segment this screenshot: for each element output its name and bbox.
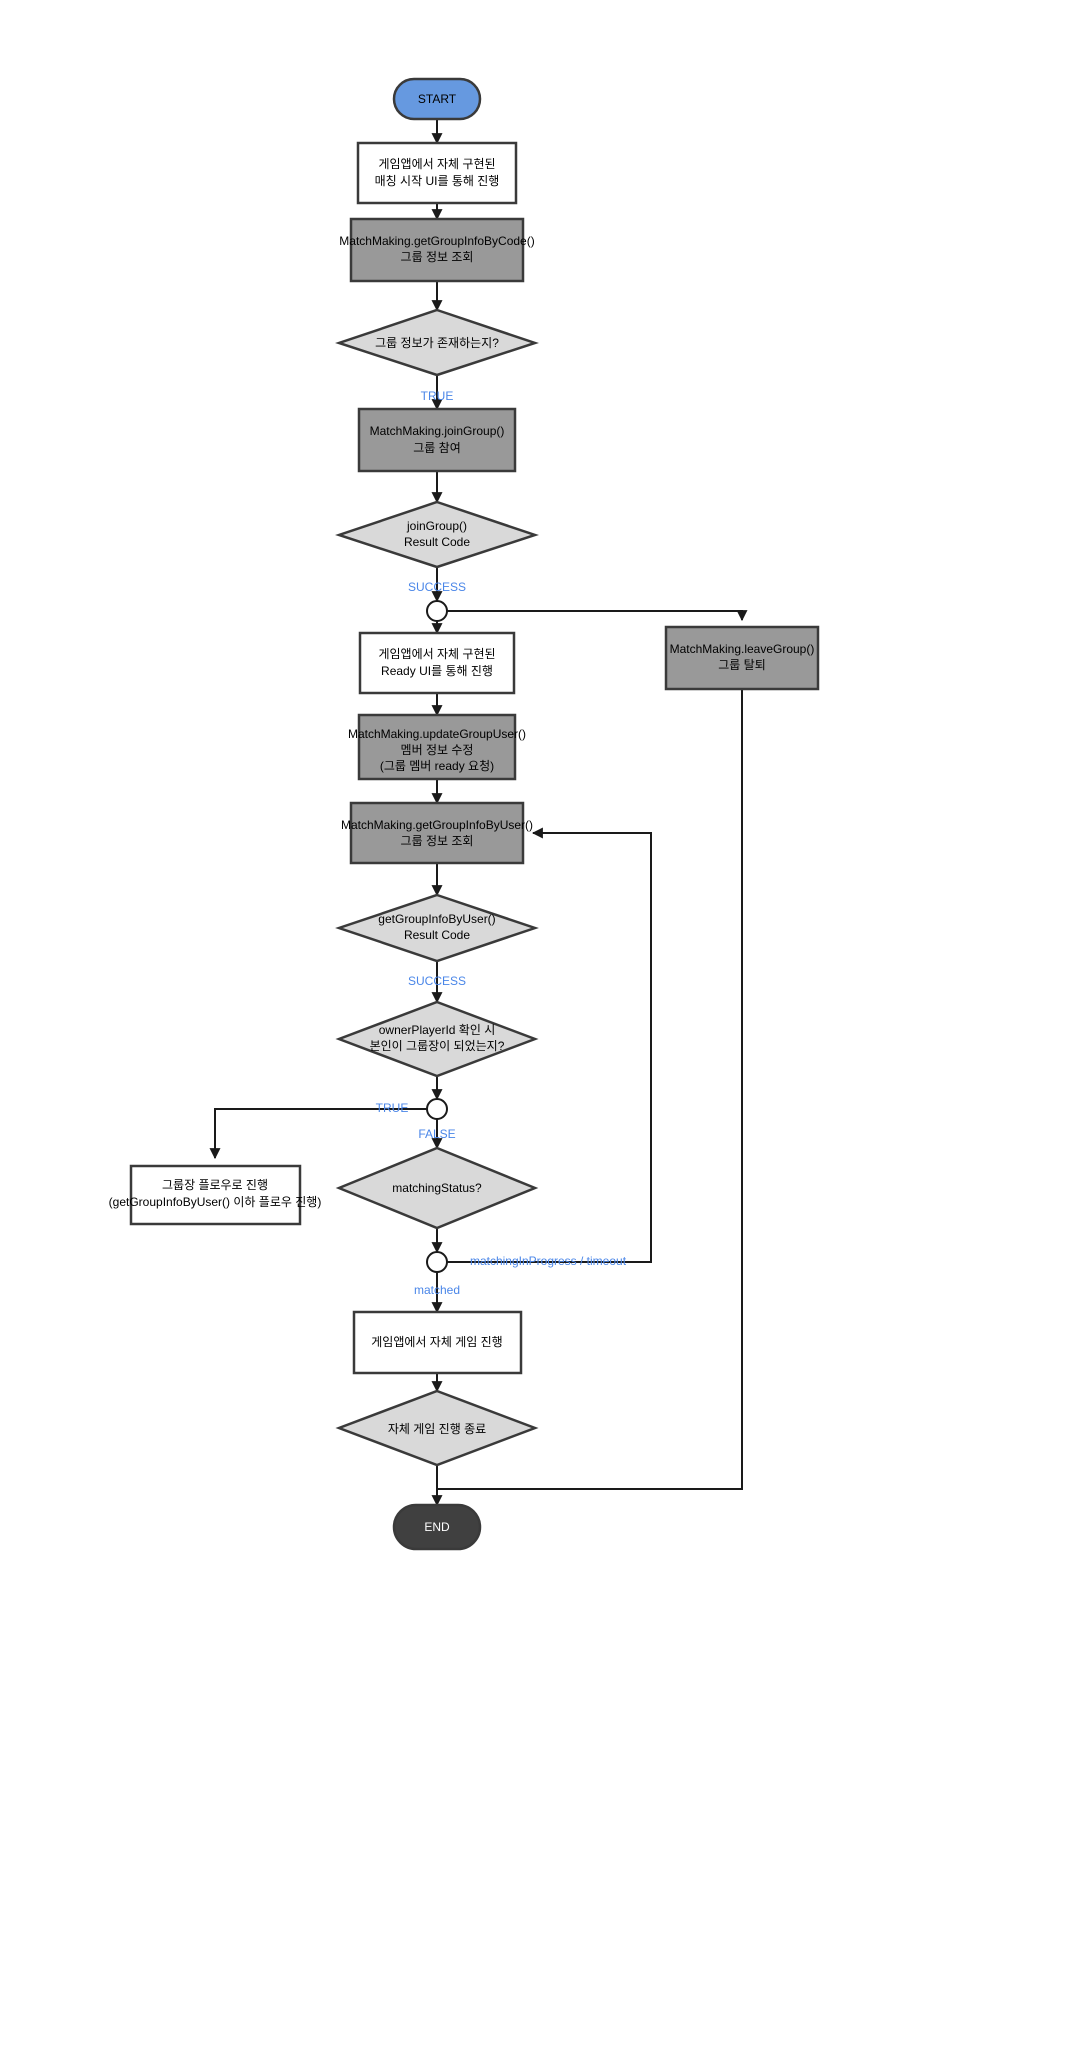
node-ready-ui[interactable]: 게임앱에서 자체 구현된 Ready UI를 통해 진행 [358, 631, 516, 695]
edge-junction3-loop-to-getbyuser [447, 827, 652, 1263]
node-group-exists-decision[interactable]: 그룹 정보가 존재하는지? [335, 308, 539, 377]
node-owner-flow-line2: (getGroupInfoByUser() 이하 플로우 진행) [109, 1194, 322, 1209]
node-start-label: START [418, 92, 457, 106]
node-matching-status-label: matchingStatus? [392, 1181, 482, 1195]
node-get-user-result-line1: getGroupInfoByUser() [378, 912, 495, 926]
node-update-group-user-line2: 멤버 정보 수정 [401, 743, 474, 757]
node-update-group-user-line1: MatchMaking.updateGroupUser() [348, 727, 526, 741]
node-join-group-line1: MatchMaking.joinGroup() [370, 424, 505, 438]
node-owner-flow[interactable]: 그룹장 플로우로 진행 (getGroupInfoByUser() 이하 플로우… [109, 1164, 322, 1226]
node-end[interactable]: END [392, 1503, 482, 1551]
edge-leavegroup-to-end [437, 689, 743, 1490]
node-match-start-ui-line2: 매칭 시작 UI를 통해 진행 [375, 173, 500, 188]
edge-label-success-join: SUCCESS [408, 580, 466, 594]
junction-node-matching-status[interactable] [426, 1251, 448, 1273]
node-leave-group-line1: MatchMaking.leaveGroup() [670, 642, 815, 656]
node-match-start-ui-line1: 게임앱에서 자체 구현된 [378, 157, 495, 171]
node-ready-ui-line2: Ready UI를 통해 진행 [381, 663, 493, 678]
edges-layer [209, 119, 748, 1507]
node-leave-group-line2: 그룹 탈퇴 [718, 658, 766, 672]
node-match-start-ui[interactable]: 게임앱에서 자체 구현된 매칭 시작 UI를 통해 진행 [356, 141, 518, 205]
node-get-group-info-by-code-line1: MatchMaking.getGroupInfoByCode() [339, 234, 534, 248]
node-join-group[interactable]: MatchMaking.joinGroup() 그룹 참여 [357, 407, 517, 473]
node-join-group-line2: 그룹 참여 [413, 441, 461, 455]
node-ready-ui-line1: 게임앱에서 자체 구현된 [378, 647, 495, 661]
junction-node-after-join[interactable] [426, 600, 448, 622]
edge-label-success-get-user: SUCCESS [408, 974, 466, 988]
edge-label-matched: matched [414, 1283, 460, 1297]
node-get-user-result-decision[interactable]: getGroupInfoByUser() Result Code [335, 893, 539, 963]
node-get-group-info-by-user-line1: MatchMaking.getGroupInfoByUser() [341, 818, 533, 832]
node-get-user-result-line2: Result Code [404, 928, 470, 942]
node-join-result-decision[interactable]: joinGroup() Result Code [335, 500, 539, 569]
node-leave-group[interactable]: MatchMaking.leaveGroup() 그룹 탈퇴 [664, 625, 820, 691]
node-owner-check-line1: ownerPlayerId 확인 시 [379, 1023, 496, 1037]
node-group-exists-label: 그룹 정보가 존재하는지? [375, 336, 499, 350]
node-owner-check-line2: 본인이 그룹장이 되었는지? [370, 1039, 505, 1053]
edge-label-false-owner: FALSE [418, 1127, 455, 1141]
node-play-game-label: 게임앱에서 자체 게임 진행 [371, 1334, 502, 1349]
edge-label-true-owner: TRUE [376, 1101, 409, 1115]
node-matching-status-decision[interactable]: matchingStatus? [335, 1146, 539, 1230]
edge-junction2-to-ownerflow [209, 1108, 427, 1160]
node-game-finished-label: 자체 게임 진행 종료 [388, 1421, 486, 1436]
node-get-group-info-by-user[interactable]: MatchMaking.getGroupInfoByUser() 그룹 정보 조… [341, 801, 533, 865]
node-update-group-user-line3: (그룹 멤버 ready 요청) [380, 759, 494, 773]
edge-junction1-to-leavegroup [447, 610, 748, 622]
node-get-group-info-by-code[interactable]: MatchMaking.getGroupInfoByCode() 그룹 정보 조… [339, 217, 535, 283]
node-game-finished-decision[interactable]: 자체 게임 진행 종료 [335, 1389, 539, 1467]
edge-label-matching-in-progress: matchingInProgress / timeout [470, 1254, 627, 1268]
node-owner-check-decision[interactable]: ownerPlayerId 확인 시 본인이 그룹장이 되었는지? [335, 1000, 539, 1078]
junction-node-owner-check[interactable] [426, 1098, 448, 1120]
node-end-label: END [424, 1520, 450, 1534]
node-join-result-line2: Result Code [404, 535, 470, 549]
node-join-result-line1: joinGroup() [406, 519, 467, 533]
edge-label-true-group-exists: TRUE [421, 389, 454, 403]
node-update-group-user[interactable]: MatchMaking.updateGroupUser() 멤버 정보 수정 (… [348, 713, 526, 781]
node-start[interactable]: START [392, 77, 482, 121]
node-get-group-info-by-user-line2: 그룹 정보 조회 [401, 834, 474, 848]
node-play-game[interactable]: 게임앱에서 자체 게임 진행 [352, 1310, 523, 1375]
node-owner-flow-line1: 그룹장 플로우로 진행 [162, 1177, 268, 1192]
node-get-group-info-by-code-line2: 그룹 정보 조회 [401, 250, 474, 264]
